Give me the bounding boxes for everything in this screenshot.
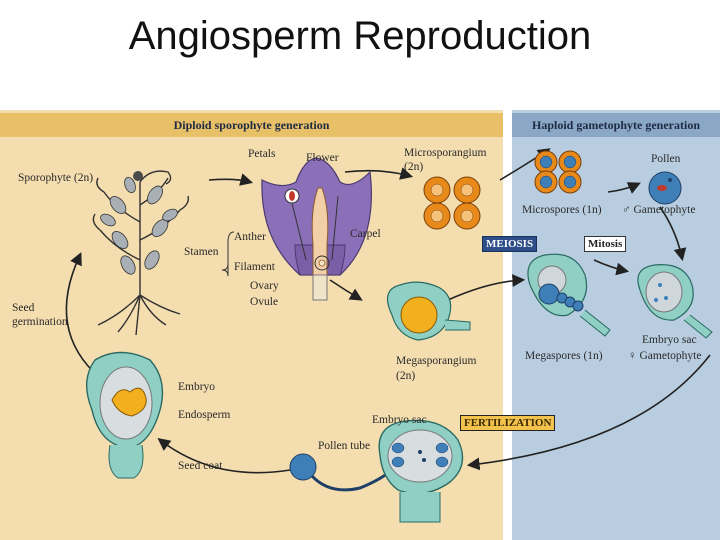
microsporangium-illustration — [423, 176, 481, 230]
label-megasporangium-ploidy: (2n) — [396, 370, 416, 382]
label-male-gametophyte: ♂ Gametophyte — [622, 204, 696, 216]
label-microsporangium-ploidy: (2n) — [404, 161, 424, 173]
label-embryo-sac-gametophyte: Embryo sac — [642, 334, 697, 346]
label-ovule: Ovule — [250, 296, 279, 308]
pollen-tube-illustration — [289, 453, 393, 492]
megaspores-illustration — [527, 253, 611, 337]
fertilization-tag: FERTILIZATION — [460, 415, 556, 431]
label-seed: Seed — [12, 302, 35, 314]
label-petals: Petals — [248, 148, 276, 160]
label-flower: Flower — [306, 152, 339, 164]
label-female-gametophyte: ♀ Gametophyte — [628, 350, 702, 362]
diploid-header-bar — [0, 113, 503, 137]
meiosis-tag: MEIOSIS — [482, 236, 538, 252]
label-embryo: Embryo — [178, 381, 216, 393]
label-germination: germination — [12, 316, 68, 328]
label-stamen: Stamen — [184, 246, 219, 258]
female-gametophyte-illustration — [637, 264, 713, 339]
label-pollen: Pollen — [651, 153, 681, 165]
haploid-generation-header: Haploid gametophyte generation — [532, 118, 700, 132]
microspores-illustration — [534, 150, 582, 194]
label-filament: Filament — [234, 261, 275, 273]
label-anther: Anther — [234, 231, 266, 243]
label-endosperm: Endosperm — [178, 409, 231, 421]
megasporangium-illustration — [386, 281, 471, 341]
label-carpel: Carpel — [350, 228, 381, 240]
label-pollen-tube: Pollen tube — [318, 440, 371, 452]
label-megasporangium: Megasporangium — [396, 355, 477, 367]
embryo-sac-fertilization-illustration — [378, 419, 464, 523]
slide-title: Angiosperm Reproduction — [128, 14, 592, 58]
label-microsporangium: Microsporangium — [404, 147, 487, 159]
flower-illustration — [261, 157, 372, 301]
label-sporophyte: Sporophyte (2n) — [18, 172, 94, 184]
label-ovary: Ovary — [250, 280, 279, 292]
label-microspores: Microspores (1n) — [522, 204, 602, 216]
stamen-bracket — [221, 231, 235, 277]
label-megaspores: Megaspores (1n) — [525, 350, 603, 362]
label-embryo-sac: Embryo sac — [372, 414, 427, 426]
plant-leaves — [100, 176, 178, 275]
label-seed-coat: Seed coat — [178, 460, 223, 472]
diagram-artwork — [0, 110, 720, 540]
plant-flower-bud — [133, 171, 143, 181]
seed-illustration — [86, 351, 164, 479]
haploid-header-bar — [512, 113, 720, 137]
pollen-illustration — [648, 171, 682, 205]
diploid-generation-header: Diploid sporophyte generation — [173, 118, 330, 132]
life-cycle-diagram: Diploid sporophyte generation Haploid ga… — [0, 110, 720, 540]
cycle-arrows — [65, 148, 711, 474]
mitosis-tag: Mitosis — [584, 236, 627, 252]
